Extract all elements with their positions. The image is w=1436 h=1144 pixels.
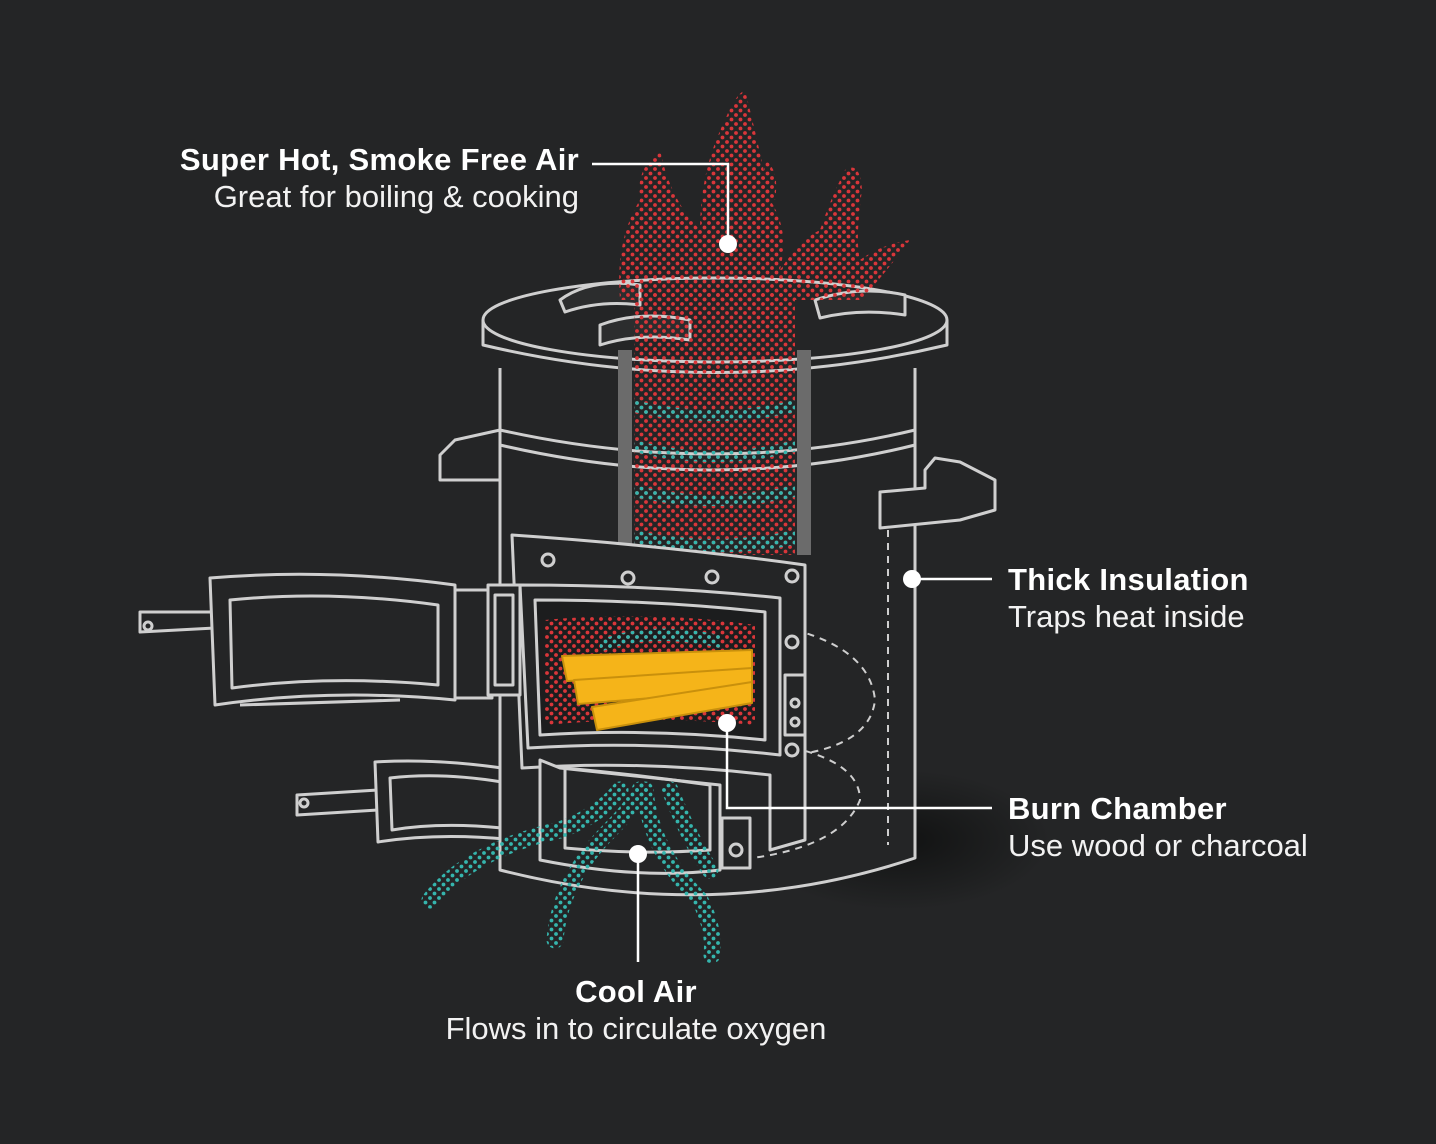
callout-subtitle: Great for boiling & cooking: [213, 179, 579, 214]
lower-door-panel: [295, 759, 517, 844]
cool-air-streams: [421, 781, 721, 964]
callout-title: Cool Air: [575, 974, 697, 1009]
chimney-wall-right: [797, 350, 811, 555]
chimney-wall-left: [618, 350, 632, 555]
callout-cool-air: Cool Air Flows in to circulate oxygen: [330, 974, 942, 1048]
callout-hot-air: Super Hot, Smoke Free Air Great for boil…: [0, 142, 579, 216]
chimney-heat-dots: [634, 290, 795, 555]
callout-title: Burn Chamber: [1008, 791, 1227, 826]
hot-air-flames: [619, 90, 910, 300]
callout-markers: [629, 235, 921, 863]
leader-lines: [592, 162, 992, 962]
callout-title: Super Hot, Smoke Free Air: [179, 142, 579, 177]
callout-insulation: Thick Insulation Traps heat inside: [1008, 562, 1249, 636]
callout-title: Thick Insulation: [1008, 562, 1249, 597]
callout-subtitle: Flows in to circulate oxygen: [445, 1011, 827, 1046]
callout-burn-chamber: Burn Chamber Use wood or charcoal: [1008, 791, 1308, 865]
firewood-icon: [561, 649, 753, 731]
upper-door-panel: [138, 572, 494, 707]
callout-subtitle: Use wood or charcoal: [1008, 828, 1308, 863]
callout-subtitle: Traps heat inside: [1008, 599, 1245, 634]
